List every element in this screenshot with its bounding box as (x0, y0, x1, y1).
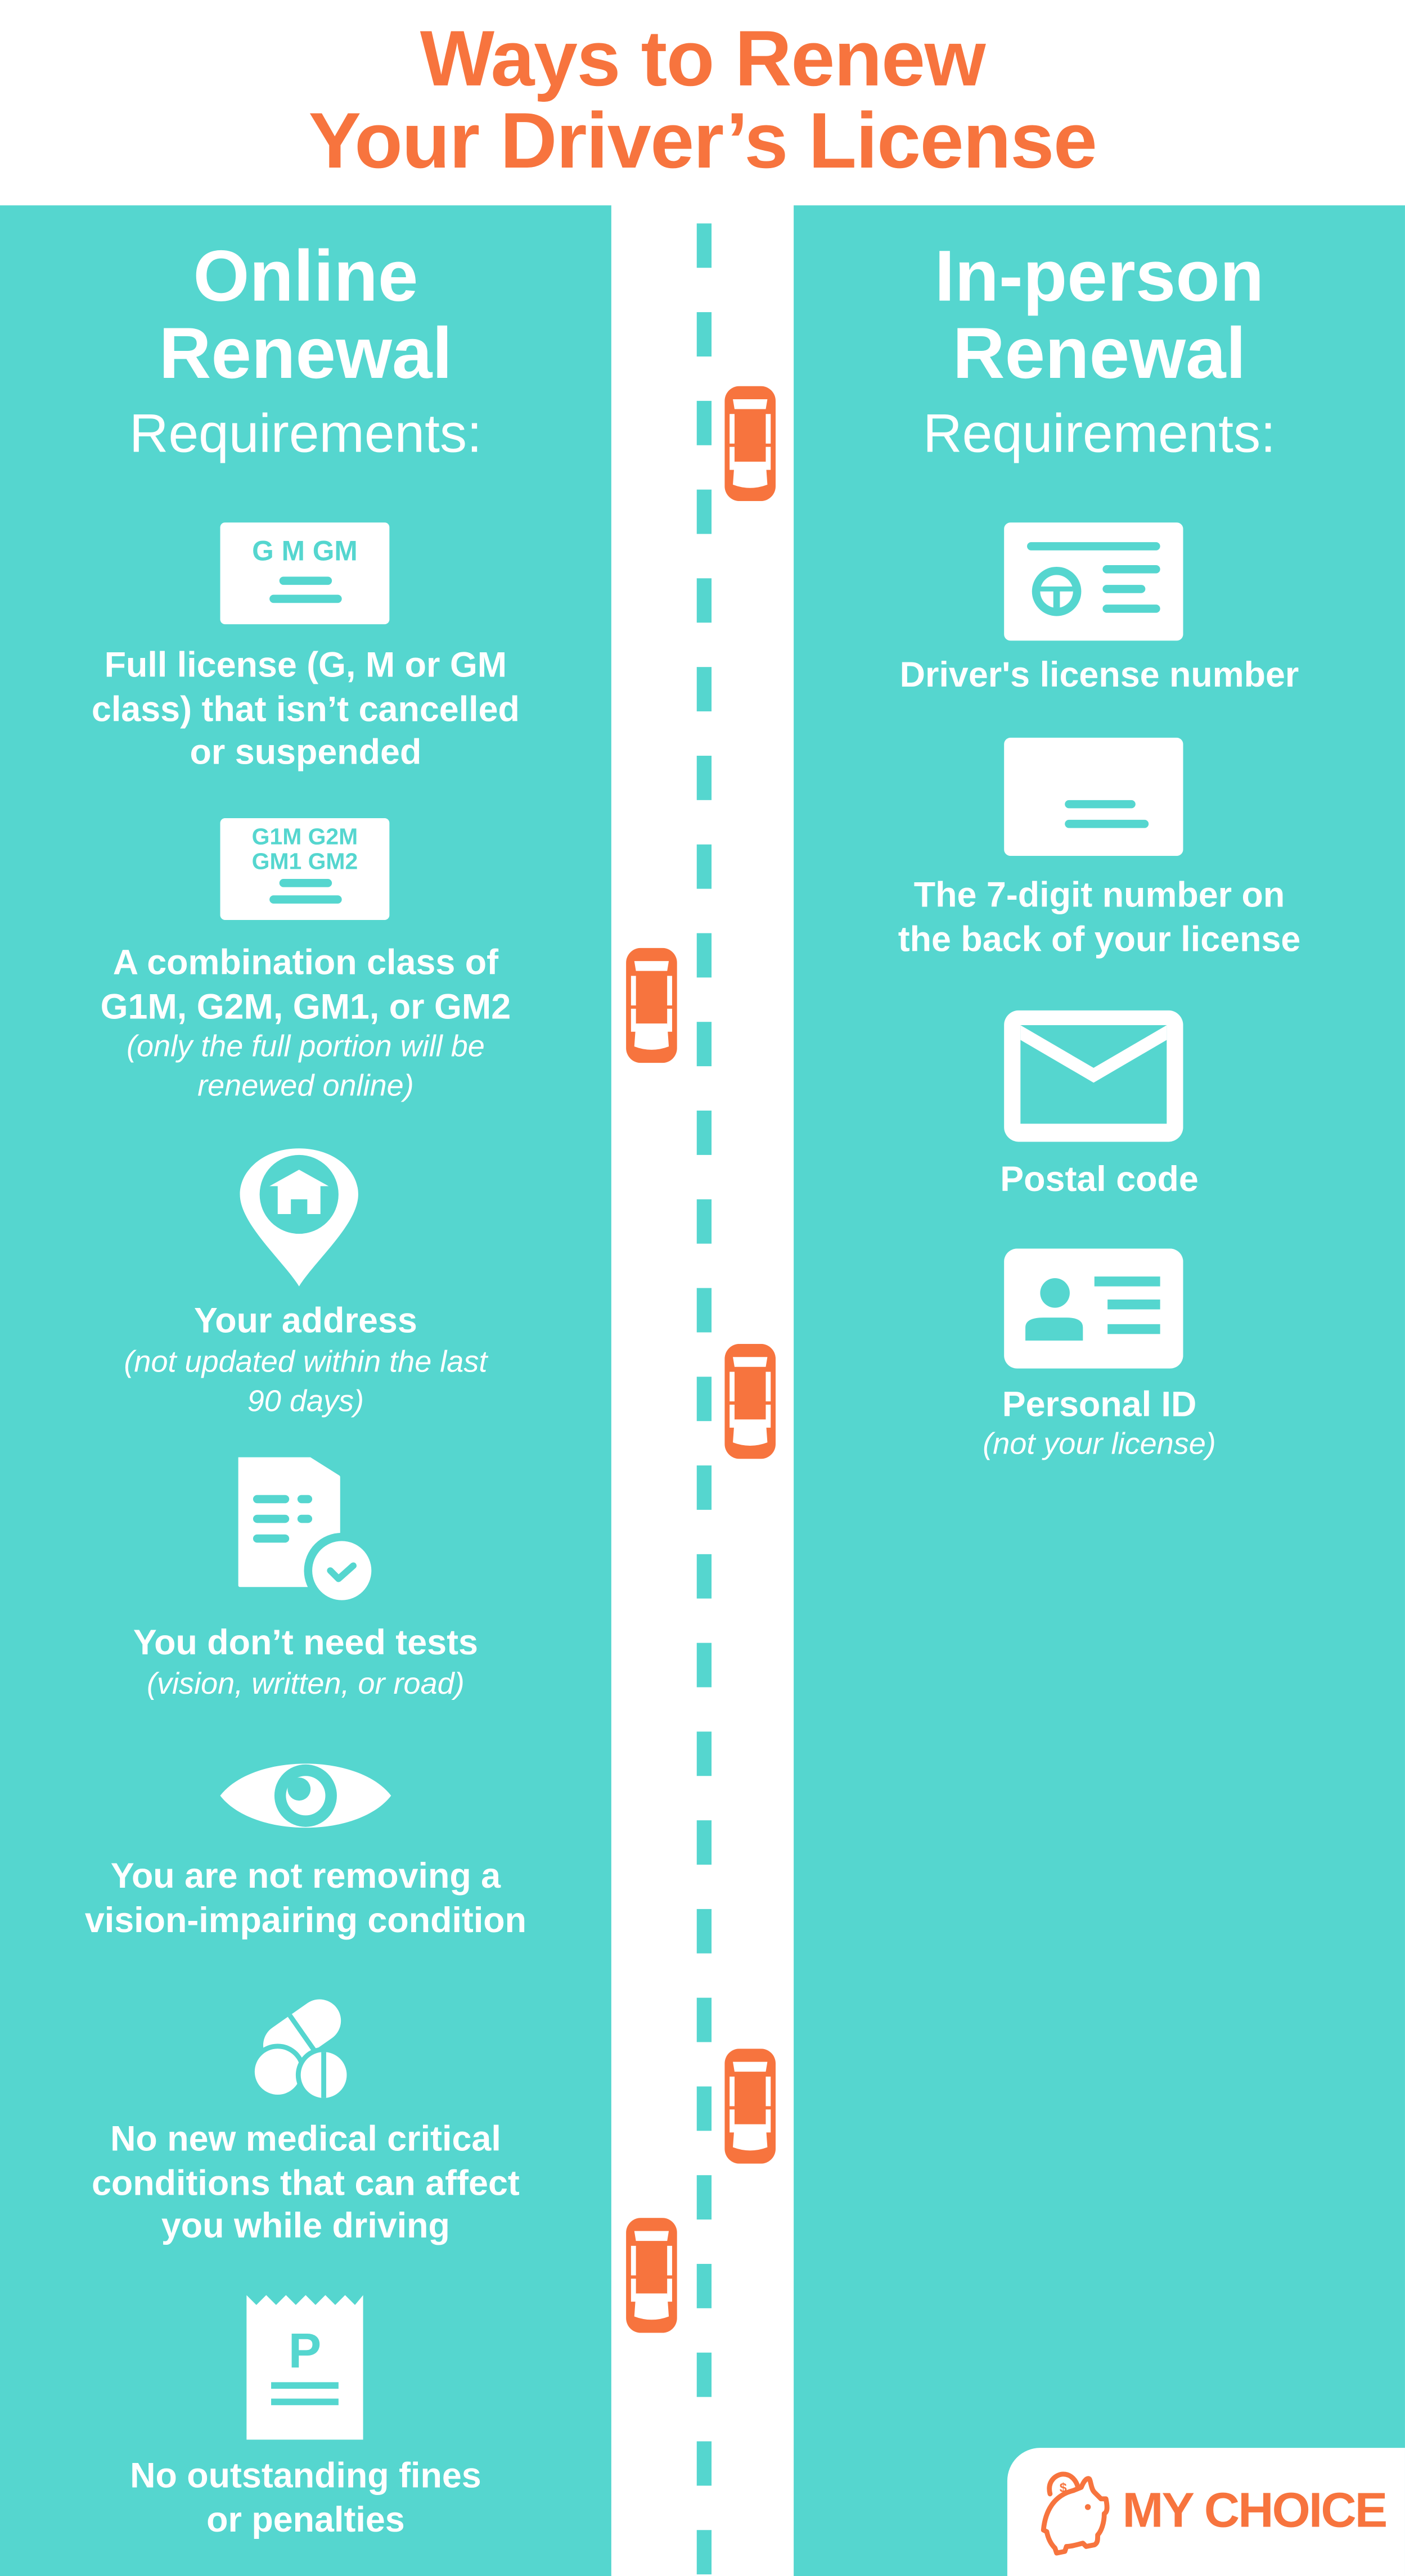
lane-dash (696, 755, 712, 800)
item-personal-id-note: (not your license) (983, 1425, 1216, 1461)
item-personal-id: Personal ID (1002, 1384, 1197, 1425)
in-person-renewal-panel: In-person Renewal Requirements: Driver's… (794, 205, 1405, 2576)
svg-text:$: $ (1060, 2480, 1067, 2495)
item-combination-note: (only the full portion will be renewed o… (0, 1027, 611, 1106)
lane-dash (696, 2263, 712, 2308)
lane-dash (696, 312, 712, 357)
online-requirements-label: Requirements: (129, 402, 482, 463)
title-line-1: Ways to Renew (420, 16, 986, 104)
lane-dash (696, 223, 712, 268)
lane-dash (696, 667, 712, 712)
lane-dash (696, 2352, 712, 2397)
svg-text:P: P (289, 2323, 321, 2378)
text-line: or suspended (190, 733, 422, 773)
piggy-bank-icon: $ (1041, 2471, 1110, 2556)
eye-icon (220, 1763, 391, 1828)
pills-icon (250, 1999, 352, 2103)
lane-dash (696, 1377, 712, 1422)
id-card-icon (1004, 1248, 1183, 1369)
item-vision-condition: You are not removing a vision-impairing … (0, 1855, 611, 1942)
text-line: You are not removing a (110, 1856, 501, 1896)
my-choice-logo: $ MY CHOICE (1007, 2448, 1405, 2576)
note-line: (only the full portion will be (126, 1028, 485, 1063)
lane-dash (696, 1731, 712, 1776)
text-line: the back of your license (898, 919, 1301, 959)
svg-text:G M GM: G M GM (252, 535, 358, 566)
lane-dash (696, 2441, 712, 2486)
combination-card-icon: G1M G2M GM1 GM2 (220, 818, 390, 921)
lane-dash (696, 489, 712, 534)
car-icon (624, 2218, 678, 2333)
text-line: G1M, G2M, GM1, or GM2 (100, 986, 511, 1026)
text-line: No new medical critical (110, 2119, 501, 2159)
item-7-digit-number: The 7-digit number on the back of your l… (794, 874, 1405, 961)
item-address-note: (not updated within the last 90 days) (0, 1342, 611, 1421)
envelope-icon (1004, 1010, 1183, 1142)
text-line: vision-impairing condition (84, 1900, 527, 1939)
home-location-pin-icon (240, 1148, 358, 1287)
text-line: No outstanding fines (130, 2456, 481, 2496)
lane-dash (696, 1199, 712, 1244)
note-line: renewed online) (197, 1068, 414, 1103)
text-line: conditions that can affect (91, 2163, 520, 2203)
item-license-number: Driver's license number (899, 655, 1299, 695)
license-card-icon: G M GM (220, 522, 390, 625)
title-line-2: Your Driver’s License (308, 98, 1097, 186)
lane-dash (696, 1997, 712, 2042)
lane-dash (696, 1022, 712, 1067)
svg-text:G1M G2M: G1M G2M (252, 824, 358, 850)
note-line: (not updated within the last (124, 1343, 488, 1379)
lane-dash (696, 844, 712, 889)
card-back-icon (1004, 737, 1183, 856)
item-postal-code: Postal code (1000, 1160, 1199, 1199)
item-tests-note: (vision, written, or road) (147, 1666, 465, 1700)
lane-dash (696, 1820, 712, 1865)
document-check-icon (238, 1457, 380, 1609)
note-line: 90 days) (247, 1383, 364, 1418)
lane-dash (696, 1111, 712, 1155)
online-heading: Online (193, 236, 418, 317)
item-tests: You don’t need tests (133, 1623, 478, 1663)
car-icon (723, 1343, 777, 1459)
car-icon (723, 386, 777, 502)
text-line: Full license (G, M or GM (104, 646, 507, 685)
lane-dash (696, 1288, 712, 1333)
svg-text:GM1 GM2: GM1 GM2 (252, 849, 358, 874)
lane-dash (696, 2086, 712, 2131)
lane-dash (696, 2530, 712, 2575)
text-line: or penalties (206, 2500, 405, 2539)
text-line: class) that isn’t cancelled (91, 689, 520, 729)
item-medical-conditions: No new medical critical conditions that … (0, 2118, 611, 2248)
item-full-license: Full license (G, M or GM class) that isn… (0, 644, 611, 774)
text-line: A combination class of (112, 942, 499, 983)
logo-text: MY CHOICE (1122, 2484, 1388, 2538)
car-icon (723, 2049, 777, 2164)
in-person-heading-renewal: Renewal (952, 314, 1246, 395)
item-fines: No outstanding fines or penalties (0, 2455, 611, 2542)
lane-dash (696, 2175, 712, 2220)
in-person-heading: In-person (934, 236, 1264, 317)
text-line: The 7-digit number on (913, 876, 1285, 915)
lane-dash (696, 1643, 712, 1688)
lane-dash (696, 933, 712, 978)
drivers-license-card-icon (1004, 522, 1183, 641)
lane-dash (696, 400, 712, 445)
item-combination-class: A combination class of G1M, G2M, GM1, or… (0, 941, 611, 1028)
item-address: Your address (193, 1301, 417, 1341)
lane-dash (696, 1465, 712, 1510)
lane-dash (696, 1554, 712, 1599)
online-renewal-panel: Online Renewal Requirements: G M GM Full… (0, 205, 611, 2576)
parking-ticket-icon: P (246, 2295, 363, 2440)
car-icon (624, 948, 678, 1063)
online-heading-renewal: Renewal (159, 314, 453, 395)
text-line: you while driving (161, 2206, 450, 2246)
lane-dash (696, 578, 712, 623)
in-person-requirements-label: Requirements: (923, 402, 1276, 463)
lane-dash (696, 1909, 712, 1954)
